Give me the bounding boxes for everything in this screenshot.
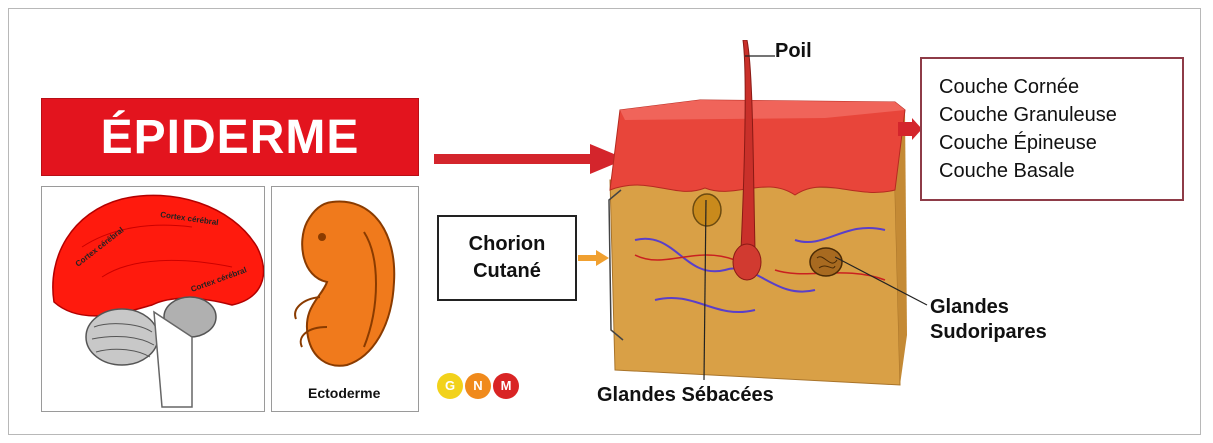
layers-box: Couche Cornée Couche Granuleuse Couche É… (920, 57, 1184, 201)
chorion-box: Chorion Cutané (437, 215, 577, 301)
layer-spinosum: Couche Épineuse (939, 129, 1182, 157)
logo-m: M (493, 373, 519, 399)
sweat-line-1: Glandes (930, 295, 1047, 320)
sebaceous-leader (700, 200, 712, 390)
sweat-label: Glandes Sudoripares (930, 295, 1047, 345)
brain-illustration: Cortex cérébral Cortex cérébral Cortex c… (42, 187, 264, 411)
ectoderm-label: Ectoderme (308, 385, 380, 401)
logo-n: N (465, 373, 491, 399)
skin-illustration (595, 40, 925, 400)
chorion-line-2: Cutané (439, 258, 575, 285)
layer-corneum: Couche Cornée (939, 73, 1182, 101)
chorion-line-1: Chorion (439, 231, 575, 258)
embryo-panel: Ectoderme (271, 186, 419, 412)
layer-basale: Couche Basale (939, 157, 1182, 185)
logo-g: G (437, 373, 463, 399)
embryo-illustration (272, 187, 418, 411)
sweat-leader (835, 255, 935, 315)
hair-leader (745, 50, 777, 60)
chorion-arrow (578, 250, 610, 266)
title-banner: ÉPIDERME (41, 98, 419, 176)
brain-panel: Cortex cérébral Cortex cérébral Cortex c… (41, 186, 265, 412)
layer-granulosum: Couche Granuleuse (939, 101, 1182, 129)
sweat-line-2: Sudoripares (930, 320, 1047, 345)
sebaceous-label: Glandes Sébacées (597, 383, 774, 408)
hair-label: Poil (775, 39, 812, 64)
